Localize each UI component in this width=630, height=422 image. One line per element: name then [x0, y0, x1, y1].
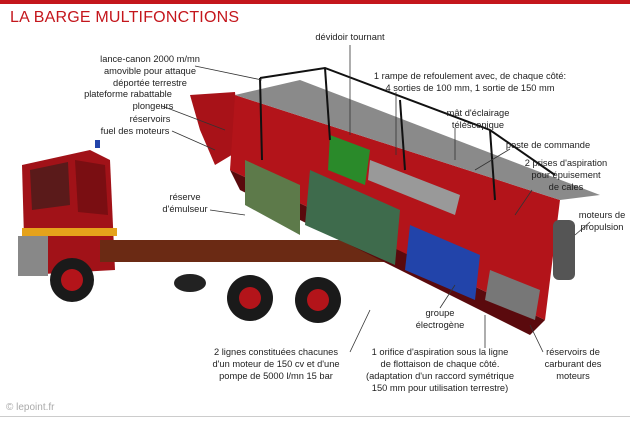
- label-line: lance-canon 2000 m/mn: [100, 54, 200, 64]
- label-line: de flottaison de chaque côté.: [380, 359, 500, 369]
- label-line: réserve: [169, 192, 201, 202]
- label-line: d'émulseur: [162, 204, 208, 214]
- label-reservoirs-fuel: réservoirs fuel des moteurs: [100, 113, 171, 137]
- label-line: dévidoir tournant: [315, 32, 385, 42]
- label-line: moteurs: [556, 371, 590, 381]
- label-line: amovible pour attaque: [104, 66, 196, 76]
- label-line: groupe: [425, 308, 455, 318]
- barge-railing: [259, 66, 556, 201]
- label-line: d'un moteur de 150 cv et d'une: [212, 359, 340, 369]
- label-line: de cales: [548, 182, 584, 192]
- barge-body: [230, 80, 600, 335]
- label-lance-canon: lance-canon 2000 m/mn amovible pour atta…: [100, 53, 200, 89]
- label-line: 4 sorties de 100 mm, 1 sortie de 150 mm: [385, 83, 555, 93]
- label-line: réservoirs de: [546, 347, 600, 357]
- hook-arm: [190, 92, 240, 165]
- label-orifice: 1 orifice d'aspiration sous la ligne de …: [366, 346, 514, 394]
- label-mat: mât d'éclairage téléscopique: [447, 107, 510, 131]
- label-line: plateforme rabattable: [84, 89, 172, 99]
- label-devidoir: dévidoir tournant: [315, 31, 384, 43]
- top-accent-bar: [0, 0, 630, 4]
- label-moteurs-propulsion: moteurs de propulsion: [579, 209, 626, 233]
- footer-divider: [0, 416, 630, 417]
- label-line: moteurs de: [578, 210, 626, 220]
- label-line: 2 prises d'aspiration: [524, 158, 608, 168]
- label-line: pour épuisement: [531, 170, 601, 180]
- label-line: 150 mm pour utilisation terrestre): [371, 383, 509, 393]
- label-emulseur: réserve d'émulseur: [162, 191, 207, 215]
- label-poste: poste de commande: [506, 139, 590, 151]
- label-line: carburant des: [544, 359, 602, 369]
- label-line: (adaptation d'un raccord symétrique: [365, 371, 515, 381]
- label-groupe: groupe électrogène: [416, 307, 465, 331]
- label-line: fuel des moteurs: [100, 126, 170, 136]
- label-prises: 2 prises d'aspiration pour épuisement de…: [525, 157, 607, 193]
- label-plateforme: plateforme rabattable plongeurs: [83, 88, 174, 112]
- truck-chassis: [100, 240, 410, 262]
- label-lignes: 2 lignes constituées chacunes d'un moteu…: [212, 346, 339, 382]
- label-line: propulsion: [580, 222, 624, 232]
- label-reservoirs-carburant: réservoirs de carburant des moteurs: [545, 346, 602, 382]
- label-line: réservoirs: [129, 114, 171, 124]
- label-line: déportée terrestre: [113, 78, 187, 88]
- label-line: poste de commande: [505, 140, 591, 150]
- label-line: 1 rampe de refoulement avec, de chaque c…: [373, 71, 567, 81]
- truck-wheels: [50, 258, 341, 323]
- leader-lines: [161, 45, 591, 353]
- label-line: 2 lignes constituées chacunes: [213, 347, 339, 357]
- page-title: LA BARGE MULTIFONCTIONS: [10, 9, 240, 26]
- label-line: plongeurs: [132, 101, 174, 111]
- label-line: électrogène: [415, 320, 465, 330]
- label-line: pompe de 5000 l/mn 15 bar: [219, 371, 333, 381]
- label-line: téléscopique: [451, 120, 505, 130]
- label-line: mât d'éclairage: [446, 108, 510, 118]
- label-line: 1 orifice d'aspiration sous la ligne: [371, 347, 509, 357]
- truck-cab: [18, 140, 117, 276]
- credit: © lepoint.fr: [6, 402, 55, 413]
- label-rampe: 1 rampe de refoulement avec, de chaque c…: [374, 70, 566, 94]
